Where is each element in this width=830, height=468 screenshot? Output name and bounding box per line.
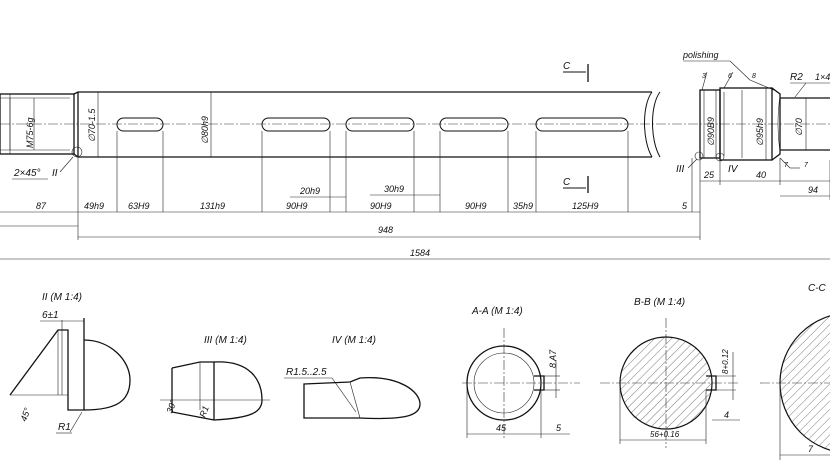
- dim-63h9: 63H9: [128, 201, 150, 211]
- keyway-5: [535, 117, 629, 132]
- label-d90: ∅90B9: [706, 117, 716, 146]
- dim-49h9: 49h9: [84, 201, 104, 211]
- detail-ii: II (M 1:4) 6±1 45° R1: [9, 292, 131, 434]
- dimension-lines: 87 49h9 63H9 131h9 90H9 90H9 90H9 35h9 1…: [0, 131, 830, 260]
- dim-30h9: 30h9: [384, 184, 404, 194]
- dim-1584: 1584: [410, 248, 430, 258]
- detail-ii-angle: 45°: [18, 406, 32, 423]
- section-bb: B-B (M 1:4) 8+0.12 56+0.16 4: [600, 297, 740, 448]
- callout-7b: 7: [804, 162, 809, 169]
- label-roman-3: III: [676, 164, 685, 175]
- label-d95: ∅95h9: [755, 118, 765, 146]
- detail-iv-radius: R1.5..2.5: [286, 367, 327, 378]
- dim-90h9-a: 90H9: [286, 201, 308, 211]
- section-aa-dim-45: 45: [496, 423, 507, 433]
- callout-7a: 7: [784, 162, 789, 169]
- keyway-4: [439, 117, 509, 132]
- dim-25: 25: [703, 170, 715, 180]
- dim-94: 94: [808, 185, 818, 195]
- label-roman-2: II: [52, 168, 58, 179]
- section-bb-dim-56: 56+0.16: [650, 430, 680, 439]
- detail-iii-marker: [694, 151, 704, 161]
- detail-iii: III (M 1:4) 30° R1: [160, 335, 270, 421]
- shaft-main-view: M75-6g ∅70-1.5 ∅80h9 ∅90B9 ∅95h9 ∅70 pol…: [0, 50, 830, 193]
- dim-90h9-c: 90H9: [465, 201, 487, 211]
- detail-ii-dim: 6±1: [42, 310, 59, 321]
- detail-iv: IV (M 1:4) R1.5..2.5: [284, 335, 421, 420]
- detail-iii-angle: 30°: [164, 398, 178, 415]
- detail-iii-title: III (M 1:4): [204, 335, 247, 346]
- keyway-3: [345, 117, 415, 132]
- label-polishing: polishing: [682, 50, 719, 60]
- section-cc-circle: [779, 315, 830, 451]
- break-line: [644, 91, 653, 158]
- keyway-1: [116, 117, 164, 132]
- dim-87: 87: [36, 201, 47, 211]
- dim-948: 948: [378, 225, 393, 235]
- section-aa-title: A-A (M 1:4): [471, 306, 523, 317]
- shoulder-95: [719, 87, 773, 161]
- dim-35h9: 35h9: [513, 201, 533, 211]
- section-mark-c-top: C: [563, 61, 571, 72]
- detail-iv-title: IV (M 1:4): [332, 335, 376, 346]
- label-d80: ∅80h9: [200, 116, 210, 144]
- section-bb-dim-4: 4: [724, 410, 729, 420]
- detail-ii-title: II (M 1:4): [42, 292, 82, 303]
- section-cc-dim: 7: [808, 444, 814, 454]
- label-r2: R2: [790, 72, 803, 83]
- dim-90h9-b: 90H9: [370, 201, 392, 211]
- section-aa-dim-v: 8 A7: [548, 349, 558, 368]
- callout-6: 6: [728, 73, 732, 80]
- dim-5: 5: [682, 201, 688, 211]
- section-cc-title: C-C: [808, 283, 827, 294]
- dim-40: 40: [756, 170, 766, 180]
- detail-ii-marker: [71, 146, 83, 158]
- dim-20h9: 20h9: [299, 186, 320, 196]
- label-thread: M75-6g: [25, 117, 35, 148]
- keyway-2: [261, 117, 331, 132]
- section-mark-c-bottom: C: [563, 177, 571, 188]
- section-bb-dim-v: 8+0.12: [721, 349, 730, 374]
- label-chamfer-l: 2×45°: [13, 168, 41, 179]
- detail-iii-radius: R1: [197, 404, 210, 418]
- section-aa: A-A (M 1:4) 8 A7 45 5: [462, 306, 580, 440]
- section-bb-title: B-B (M 1:4): [634, 297, 685, 308]
- thread-section: [0, 93, 75, 155]
- label-d70-tol: ∅70-1.5: [87, 108, 97, 142]
- label-d70r: ∅70: [794, 118, 804, 136]
- dim-131h9: 131h9: [200, 201, 225, 211]
- callout-8: 8: [752, 73, 756, 80]
- detail-ii-radius: R1: [58, 422, 71, 433]
- label-chamfer-r: 1×4: [815, 72, 830, 82]
- section-cc: C-C 7: [760, 283, 830, 460]
- shaft-body: [73, 91, 652, 95]
- section-aa-dim-5: 5: [556, 423, 562, 433]
- section-bb-circle: [619, 336, 713, 430]
- callout-3: 3: [702, 73, 706, 80]
- dim-125h9: 125H9: [572, 201, 599, 211]
- label-roman-4: IV: [728, 164, 739, 175]
